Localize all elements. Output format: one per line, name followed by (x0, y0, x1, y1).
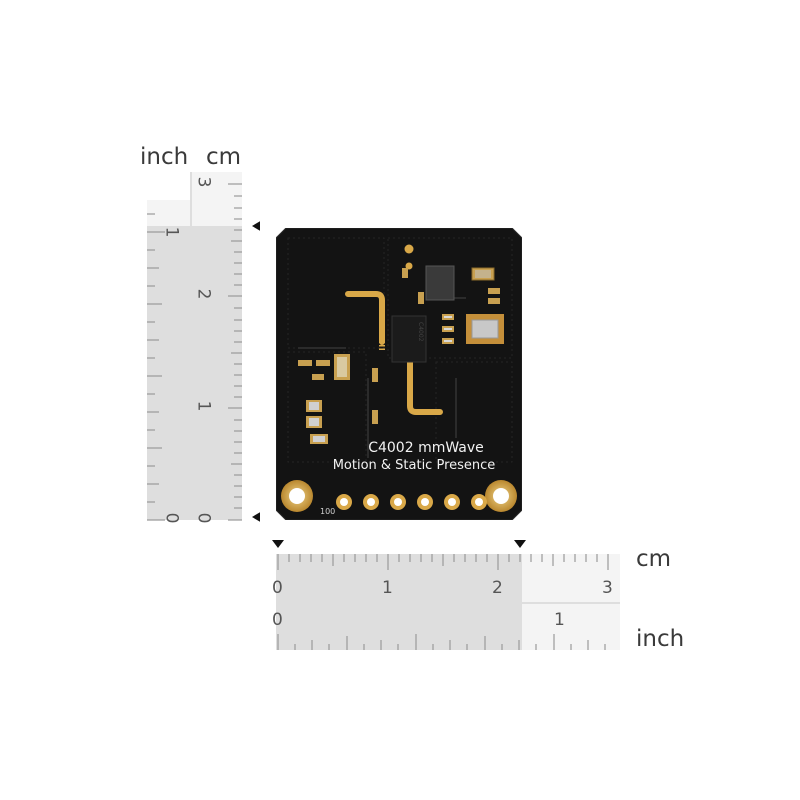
v-cm-tick-0: 0 (193, 512, 214, 524)
crystal-oscillator (466, 314, 504, 344)
header-pins (336, 494, 487, 510)
v-cm-tick-1: 1 (193, 400, 214, 412)
horizontal-ruler: 0 1 2 3 0 1 cm inch (0, 530, 800, 670)
board-illustration: C4002 (275, 227, 523, 521)
v-inch-tick-1: 1 (161, 226, 182, 238)
vertical-ruler-ticks (147, 172, 260, 522)
left-components (298, 354, 378, 444)
horizontal-ruler-cm-label: cm (636, 546, 672, 572)
cm-strip-highlight (192, 226, 242, 520)
mounting-hole-left (281, 480, 313, 512)
mounting-hole-right (485, 480, 517, 512)
antenna-trace-upper (345, 291, 385, 352)
top-marker-icon (252, 221, 260, 231)
h-cm-tick-0: 0 (272, 578, 283, 598)
power-ic (425, 265, 455, 301)
inch-strip-highlight (147, 226, 190, 520)
svg-text:C4002: C4002 (417, 322, 424, 342)
h-inch-tick-0: 0 (272, 610, 283, 630)
antenna-trace-lower (407, 355, 443, 415)
radar-chip: C4002 (391, 315, 427, 363)
horizontal-ruler-ticks (272, 540, 620, 650)
v-cm-tick-2: 2 (193, 288, 214, 300)
vertical-ruler: inch cm (0, 0, 260, 540)
h-inch-strip-highlight (276, 604, 522, 650)
right-marker-icon (514, 540, 526, 548)
v-inch-tick-0: 0 (161, 512, 182, 524)
v-cm-tick-3: 3 (193, 176, 214, 188)
h-cm-tick-3: 3 (602, 578, 613, 598)
board-title-line1: C4002 mmWave (368, 440, 484, 456)
left-marker-icon (272, 540, 284, 548)
vertical-ruler-inch-label: inch (140, 144, 189, 170)
mmwave-sensor-board: C4002 (275, 227, 523, 521)
vertical-ruler-cm-label: cm (206, 144, 242, 170)
h-inch-tick-1: 1 (554, 610, 565, 630)
h-cm-tick-2: 2 (492, 578, 503, 598)
horizontal-ruler-inch-label: inch (636, 626, 685, 652)
pad-label: 100 (320, 507, 336, 516)
board-title-line2: Motion & Static Presence (332, 458, 496, 473)
bottom-marker-icon (252, 512, 260, 522)
h-cm-tick-1: 1 (382, 578, 393, 598)
